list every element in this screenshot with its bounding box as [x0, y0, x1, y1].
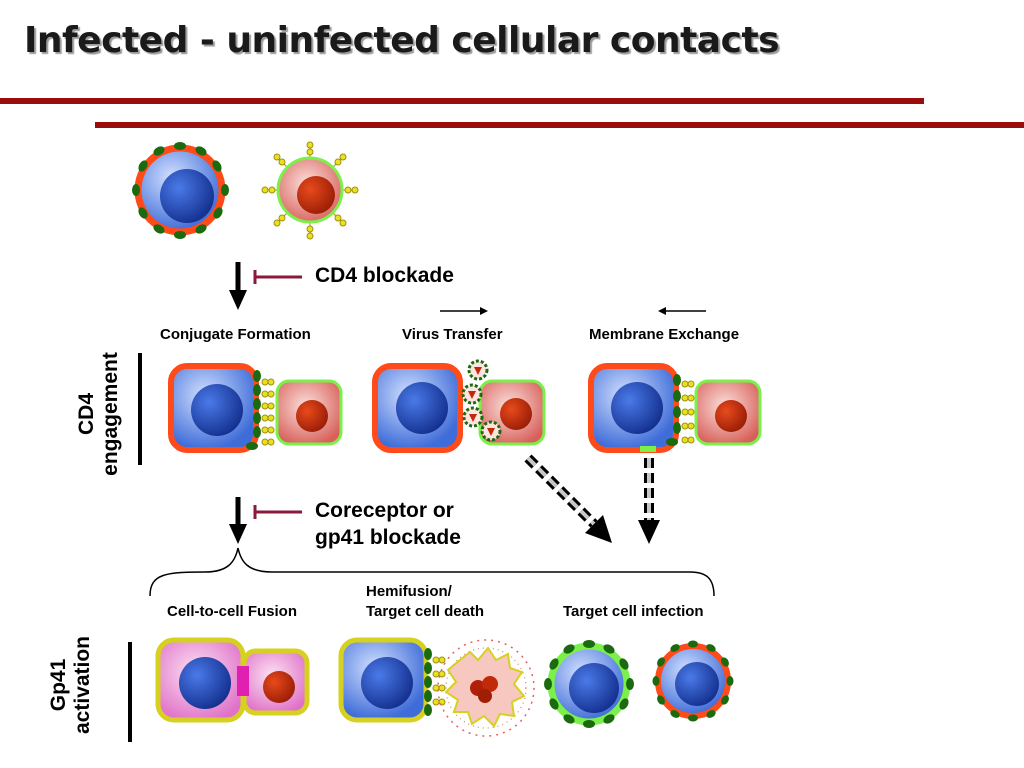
stage2-side-label-line1: Gp41 — [47, 658, 70, 712]
conjugate-formation-cells — [168, 363, 343, 453]
virus-transfer-cells — [372, 359, 546, 453]
infected-target-cell-green — [544, 640, 634, 728]
hemifusion-cells — [338, 637, 535, 737]
step-target-infection: Target cell infection — [563, 603, 704, 620]
page-title: Infected - uninfected cellular contacts — [24, 20, 780, 61]
dashed-arrow-vertical — [638, 458, 660, 544]
step-hemifusion-line2: Target cell death — [366, 603, 485, 620]
title-rule-lower — [95, 122, 1024, 128]
step-cell-fusion: Cell-to-cell Fusion — [167, 603, 298, 620]
down-arrow-2 — [229, 497, 247, 544]
coreceptor-blockade-label-line2: gp41 blockade — [315, 526, 461, 549]
step-membrane-exchange: Membrane Exchange — [589, 326, 740, 343]
stage1-side-label-line2: engagement — [99, 352, 122, 476]
cd4-blockade-marker — [253, 270, 302, 284]
infected-cell — [132, 142, 229, 239]
cell-fusion-cells — [155, 637, 310, 723]
outcome-brace — [149, 547, 715, 597]
coreceptor-blockade-label-line1: Coreceptor or — [315, 499, 454, 522]
env-protein-ring — [132, 142, 229, 239]
infected-target-cell-red — [652, 640, 734, 722]
target-cell — [261, 141, 359, 240]
stage2-side-label-line2: activation — [71, 635, 94, 735]
dying-cell — [437, 639, 535, 737]
step-virus-transfer: Virus Transfer — [402, 326, 503, 343]
dashed-arrow-diagonal — [524, 454, 612, 543]
cd4-receptors — [261, 141, 359, 240]
down-arrow-1 — [229, 262, 247, 310]
step-conjugate-formation: Conjugate Formation — [160, 326, 311, 343]
title-rule-upper — [0, 98, 924, 104]
step-hemifusion-line1: Hemifusion/ — [366, 583, 452, 600]
coreceptor-blockade-marker — [253, 505, 302, 519]
right-arrow-icon — [440, 307, 488, 315]
stage1-side-label-line1: CD4 — [75, 393, 98, 436]
membrane-exchange-cells — [588, 363, 762, 453]
left-arrow-icon — [658, 307, 706, 315]
virion-particles — [461, 359, 502, 442]
stage1-side-label: CD4 engagement — [75, 344, 125, 484]
stage2-side-label: Gp41 activation — [47, 615, 97, 755]
cd4-blockade-label: CD4 blockade — [315, 264, 454, 287]
